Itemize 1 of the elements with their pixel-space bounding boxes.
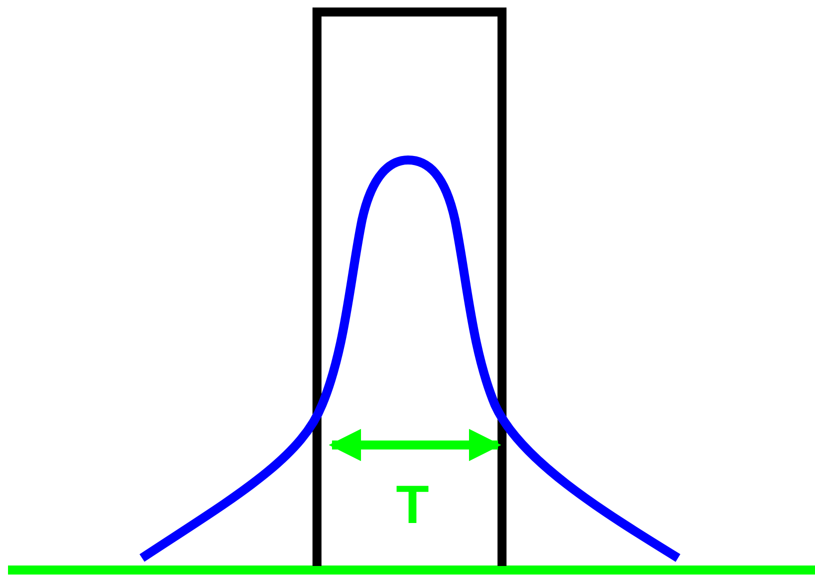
dimension-label: T	[396, 478, 429, 532]
